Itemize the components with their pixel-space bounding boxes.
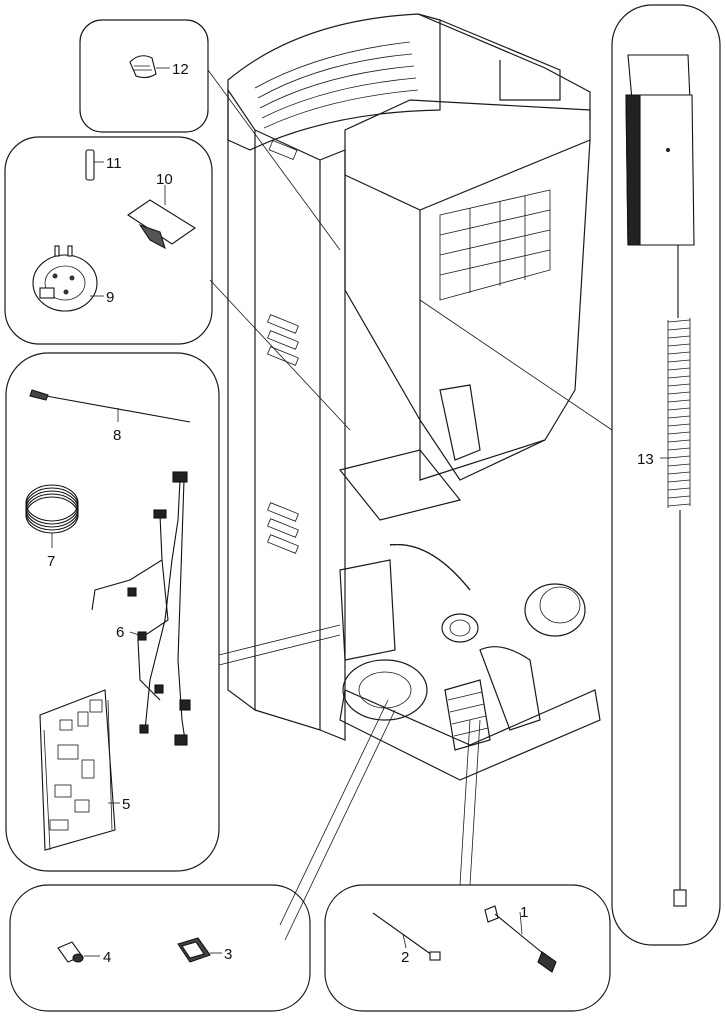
hopper bbox=[344, 99, 591, 211]
igniter-coil bbox=[667, 318, 691, 508]
panel-part-12 bbox=[79, 19, 209, 133]
panel-parts-1-2 bbox=[324, 884, 611, 1012]
callout-labels: 1 2 3 4 5 6 7 8 9 10 11 12 13 bbox=[47, 61, 654, 966]
callout-11: 11 bbox=[106, 155, 122, 172]
callout-1: 1 bbox=[520, 904, 528, 921]
panel-parts-9-11 bbox=[4, 136, 213, 345]
callout-13: 13 bbox=[637, 451, 654, 468]
part-12-clip bbox=[129, 55, 170, 79]
part-2-sensor-rod bbox=[372, 912, 441, 961]
callout-2: 2 bbox=[401, 949, 409, 966]
part-5-control-board bbox=[39, 689, 120, 851]
base-tray bbox=[339, 689, 601, 781]
panel-outlines bbox=[4, 4, 721, 1012]
callout-5: 5 bbox=[122, 796, 130, 813]
part-8-probe bbox=[29, 389, 191, 423]
part-10-bracket bbox=[127, 185, 196, 250]
callout-6: 6 bbox=[116, 624, 124, 641]
part-11-rod bbox=[85, 149, 104, 181]
left-cabinet bbox=[227, 88, 256, 712]
callout-12: 12 bbox=[172, 61, 189, 78]
callout-3: 3 bbox=[224, 946, 232, 963]
callout-8: 8 bbox=[113, 427, 121, 444]
stove-assembly bbox=[227, 13, 601, 781]
part-3-switch bbox=[177, 937, 222, 963]
part-4-fuse-holder bbox=[57, 941, 100, 963]
flex-duct bbox=[389, 543, 471, 591]
top-grille bbox=[227, 13, 441, 151]
leader-lines bbox=[207, 69, 613, 941]
hopper-grid bbox=[439, 189, 551, 301]
panel-parts-3-4 bbox=[9, 884, 311, 1012]
panel-part-13 bbox=[611, 4, 721, 946]
part-6-wiring-harness bbox=[91, 471, 191, 746]
part-1-sensor bbox=[484, 905, 557, 973]
callout-9: 9 bbox=[106, 289, 114, 306]
part-7-coil bbox=[25, 484, 79, 548]
part-13-igniter bbox=[625, 54, 695, 907]
callout-10: 10 bbox=[156, 171, 173, 188]
callout-7: 7 bbox=[47, 553, 55, 570]
part-9-pressure-switch bbox=[32, 245, 104, 312]
panel-parts-5-8 bbox=[5, 352, 220, 872]
lower-fan bbox=[342, 659, 428, 721]
combustion-fan bbox=[524, 583, 586, 637]
callout-4: 4 bbox=[103, 949, 111, 966]
